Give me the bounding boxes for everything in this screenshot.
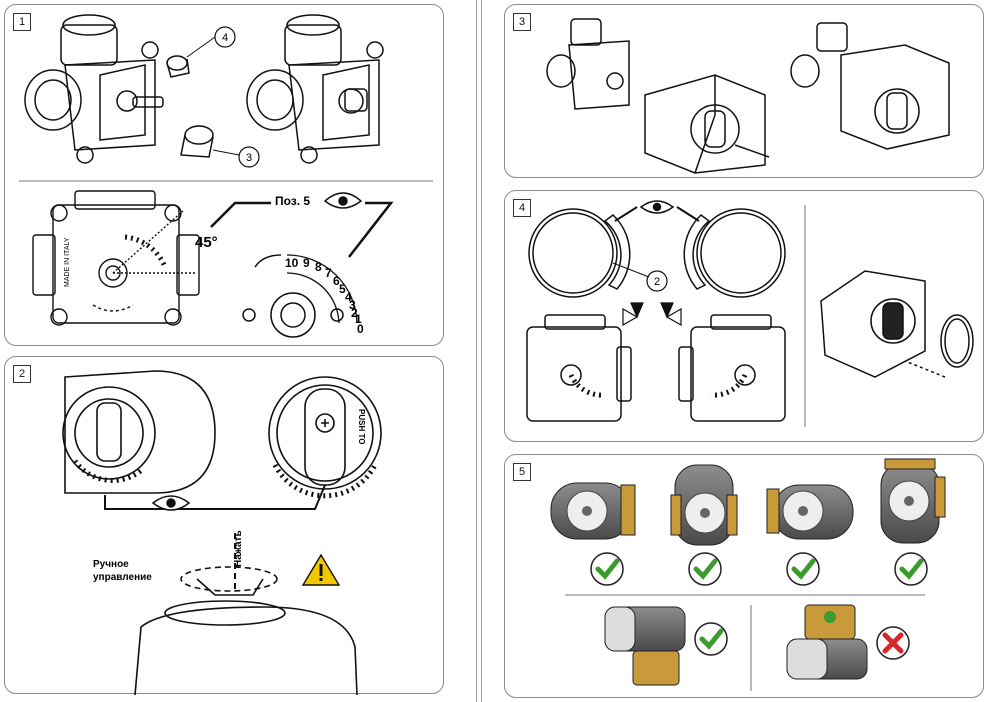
push-label: Нажать bbox=[233, 530, 244, 567]
panel-3: 3 bbox=[504, 4, 984, 178]
check-icon bbox=[786, 552, 820, 586]
eye-icon bbox=[323, 192, 363, 209]
angle-label: 45° bbox=[195, 234, 218, 251]
pointer-arrow-left bbox=[210, 201, 271, 228]
svg-text:6: 6 bbox=[333, 274, 340, 288]
panel-number: 2 bbox=[13, 365, 31, 383]
valve-actuator-assembled bbox=[790, 22, 950, 150]
panel-number: 4 bbox=[513, 199, 531, 217]
actuator-manual-illustration: PUSH TO Нажать Ручное управление bbox=[62, 370, 382, 696]
scale-ring-illustration: 2 bbox=[526, 200, 974, 427]
manual-label-line2: управление bbox=[93, 572, 152, 583]
svg-text:7: 7 bbox=[325, 266, 332, 280]
svg-text:8: 8 bbox=[315, 260, 322, 274]
valve-assembly-illustration: 4 3 bbox=[19, 14, 433, 338]
svg-text:4: 4 bbox=[345, 290, 352, 304]
panel-4: 4 2 bbox=[504, 190, 984, 442]
panel-number: 1 bbox=[13, 13, 31, 31]
callout-2: 2 bbox=[654, 276, 660, 288]
svg-text:10: 10 bbox=[285, 256, 299, 270]
panel-number: 5 bbox=[513, 463, 531, 481]
svg-text:9: 9 bbox=[303, 256, 310, 270]
orientation-4 bbox=[880, 458, 946, 544]
orientation-3 bbox=[766, 484, 854, 540]
actuator-knob-detail bbox=[268, 376, 382, 499]
rotate-arrow-icon bbox=[254, 254, 282, 268]
actuator-with-ring bbox=[820, 270, 974, 378]
scale-ring-left bbox=[528, 208, 631, 298]
valve-symbol-icon bbox=[660, 302, 682, 327]
callout-3: 3 bbox=[246, 152, 252, 164]
svg-text:3: 3 bbox=[349, 298, 356, 312]
panel-1: 1 4 3 bbox=[4, 4, 444, 346]
callout-2-circle bbox=[646, 270, 668, 292]
valve-front-left bbox=[526, 314, 632, 422]
position-label: Поз. 5 bbox=[275, 194, 310, 208]
mixing-valve-drawing-right bbox=[246, 14, 384, 164]
made-in-label: MADE IN ITALY bbox=[64, 237, 71, 287]
callout-3-circle bbox=[238, 146, 260, 168]
orientation-1 bbox=[550, 482, 636, 540]
orientation-2 bbox=[670, 464, 738, 546]
check-icon bbox=[590, 552, 624, 586]
pointer-arrow-left bbox=[614, 206, 638, 222]
eye-icon bbox=[151, 495, 191, 511]
mounting-orientation-illustration bbox=[550, 458, 946, 691]
knob-drawing bbox=[242, 292, 344, 338]
valve-front-view bbox=[32, 190, 200, 326]
pointer-arrow-right bbox=[676, 206, 700, 222]
pointer-arrow-right bbox=[348, 201, 394, 258]
callout-4-circle bbox=[214, 26, 236, 48]
svg-text:2: 2 bbox=[351, 306, 358, 320]
pointer-line bbox=[104, 484, 326, 510]
actuator-above-valve bbox=[604, 606, 686, 686]
actuator-top-view bbox=[62, 370, 216, 494]
position-scale bbox=[286, 254, 358, 324]
adapter-part bbox=[180, 125, 214, 158]
cap-part bbox=[166, 55, 190, 78]
cross-icon bbox=[876, 626, 910, 660]
eye-icon bbox=[639, 200, 675, 214]
valve-small-left bbox=[546, 18, 630, 110]
scale-digits: 10 9 8 7 6 5 4 3 2 1 0 bbox=[285, 256, 364, 336]
svg-text:0: 0 bbox=[357, 322, 364, 336]
page-divider bbox=[476, 0, 482, 702]
valve-symbol-icon bbox=[622, 302, 644, 327]
mixing-valve-drawing-left bbox=[24, 14, 164, 164]
panel-5: 5 bbox=[504, 454, 984, 698]
check-icon bbox=[694, 622, 728, 656]
panel-number: 3 bbox=[513, 13, 531, 31]
scale-ring-right bbox=[683, 208, 786, 298]
panel-2: 2 PUSH TO Нажать Ручное управление bbox=[4, 356, 444, 696]
warning-icon bbox=[301, 553, 341, 586]
check-icon bbox=[894, 552, 928, 586]
check-icon bbox=[688, 552, 722, 586]
push-to-label: PUSH TO bbox=[357, 409, 366, 444]
svg-text:5: 5 bbox=[339, 282, 346, 296]
actuator-mounting-illustration bbox=[546, 18, 950, 174]
svg-text:1: 1 bbox=[355, 312, 362, 326]
actuator-side-view bbox=[134, 566, 358, 696]
actuator-box-left bbox=[644, 74, 770, 174]
valve-front-right bbox=[678, 314, 786, 422]
actuator-below-valve bbox=[786, 604, 868, 680]
callout-4: 4 bbox=[222, 32, 228, 44]
manual-label-line1: Ручное bbox=[93, 559, 129, 570]
